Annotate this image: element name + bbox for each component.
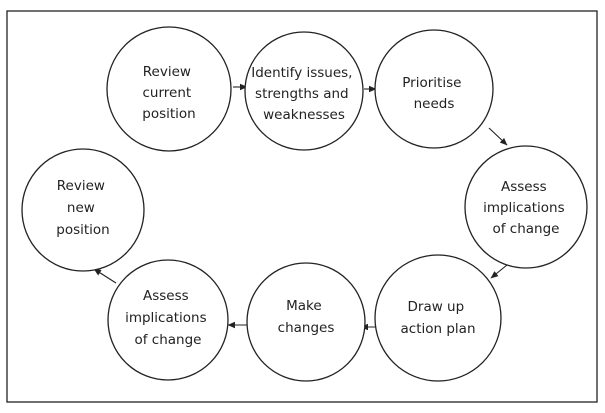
node-assess-2: Assess implications of change <box>107 259 229 381</box>
node-review-current: Review current position <box>106 26 232 152</box>
node-assess-1: Assess implications of change <box>464 145 588 269</box>
node-label: Make changes <box>278 298 335 336</box>
arrow-assess-1-to-draw-up <box>490 264 508 279</box>
node-label: Review current position <box>142 64 195 122</box>
node-review-new: Review new position <box>21 148 145 272</box>
node-label: Assess implications of change <box>125 288 211 348</box>
node-draw-up: Draw up action plan <box>374 254 502 382</box>
node-prioritise: Prioritise needs <box>374 29 494 149</box>
node-make: Make changes <box>246 262 366 382</box>
node-circle <box>107 259 229 381</box>
node-label: Prioritise needs <box>402 75 465 112</box>
node-label: Assess implications of change <box>483 179 569 237</box>
node-circle <box>374 254 502 382</box>
arrow-assess-2-to-review-new <box>93 268 117 284</box>
node-circle <box>21 148 145 272</box>
node-circle <box>464 145 588 269</box>
node-label: Review new position <box>56 178 109 238</box>
node-identify: Identify issues, strengths and weaknesse… <box>244 31 364 151</box>
diagram-frame <box>6 10 598 403</box>
arrow-prioritise-to-assess-1 <box>488 127 508 146</box>
node-circle <box>244 31 364 151</box>
node-circle <box>106 26 232 152</box>
node-label: Draw up action plan <box>401 299 476 337</box>
node-circle <box>374 29 494 149</box>
node-label: Identify issues, strengths and weaknesse… <box>251 65 357 123</box>
node-circle <box>246 262 366 382</box>
